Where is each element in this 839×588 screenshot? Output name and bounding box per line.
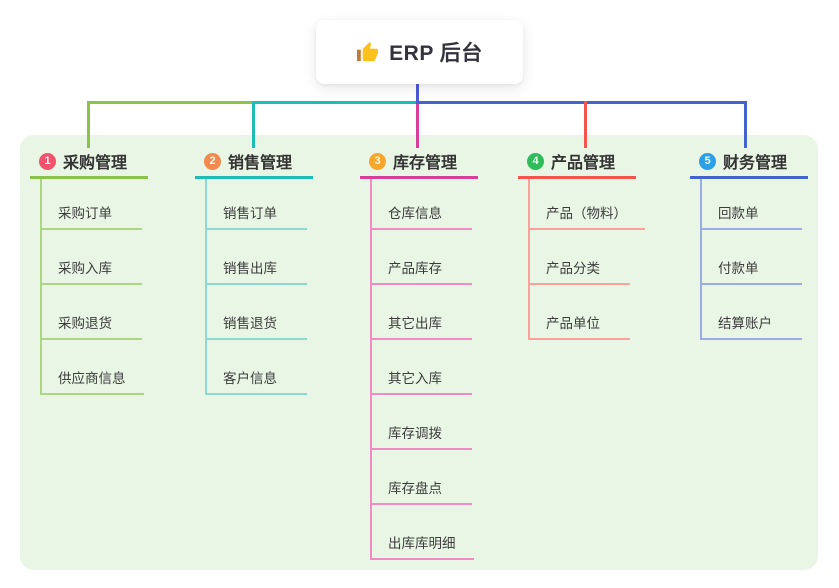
child-topic-label: 结算账户 bbox=[718, 316, 772, 331]
branch-title: 销售管理 bbox=[228, 155, 293, 172]
thumbs-up-icon bbox=[356, 41, 379, 64]
child-topic[interactable]: 产品库存 bbox=[372, 230, 472, 285]
child-topic-label: 其它出库 bbox=[388, 316, 442, 331]
branch-title: 库存管理 bbox=[393, 155, 458, 172]
branch: 2 销售管理 销售订单销售出库销售退货客户信息 bbox=[195, 146, 313, 395]
child-topic[interactable]: 库存盘点 bbox=[372, 450, 472, 505]
branch: 5 财务管理 回款单付款单结算账户 bbox=[690, 146, 808, 340]
connector-line bbox=[416, 101, 747, 104]
child-topic-label: 采购订单 bbox=[58, 206, 112, 221]
child-topic-label: 其它入库 bbox=[388, 371, 442, 386]
branch-title: 采购管理 bbox=[63, 155, 128, 172]
child-topic[interactable]: 产品分类 bbox=[530, 230, 630, 285]
child-topic[interactable]: 付款单 bbox=[702, 230, 802, 285]
child-topic[interactable]: 产品（物料） bbox=[530, 179, 645, 230]
branch-number-badge: 2 bbox=[204, 152, 221, 170]
branch: 4 产品管理 产品（物料） 产品分类产品单位 bbox=[518, 146, 645, 340]
child-topic[interactable]: 其它出库 bbox=[372, 285, 472, 340]
child-topic-label: 仓库信息 bbox=[388, 206, 442, 221]
child-topic[interactable]: 销售退货 bbox=[207, 285, 307, 340]
child-topic[interactable]: 供应商信息 bbox=[42, 340, 144, 395]
child-topic[interactable]: 结算账户 bbox=[702, 285, 802, 340]
mindmap-background-panel bbox=[20, 135, 818, 570]
branch-number-badge: 3 bbox=[369, 152, 386, 170]
child-topic[interactable]: 客户信息 bbox=[207, 340, 307, 395]
child-topic[interactable]: 销售订单 bbox=[207, 179, 307, 230]
branch: 1 采购管理 采购订单采购入库采购退货供应商信息 bbox=[30, 146, 148, 395]
child-topic-label: 供应商信息 bbox=[58, 371, 126, 386]
child-topic-label: 出库库明细 bbox=[388, 536, 456, 551]
branch-topic[interactable]: 1 采购管理 bbox=[30, 146, 148, 179]
branch-number-badge: 4 bbox=[527, 152, 544, 170]
branch-topic[interactable]: 3 库存管理 bbox=[360, 146, 478, 179]
connector-line bbox=[252, 101, 255, 148]
branch-title: 产品管理 bbox=[551, 155, 616, 172]
branch-topic[interactable]: 2 销售管理 bbox=[195, 146, 313, 179]
child-topic-label: 采购退货 bbox=[58, 316, 112, 331]
child-topic[interactable]: 产品单位 bbox=[530, 285, 630, 340]
child-topic[interactable]: 出库库明细 bbox=[372, 505, 474, 560]
child-topic-label: 产品单位 bbox=[546, 316, 600, 331]
branch-topic[interactable]: 4 产品管理 bbox=[518, 146, 636, 179]
child-topic-label: 库存调拨 bbox=[388, 426, 442, 441]
connector-line bbox=[252, 101, 419, 104]
branch-title: 财务管理 bbox=[723, 155, 788, 172]
connector-line bbox=[744, 101, 747, 148]
child-topic[interactable]: 仓库信息 bbox=[372, 179, 472, 230]
branch: 3 库存管理 仓库信息产品库存其它出库其它入库库存调拨库存盘点出库库明细 bbox=[360, 146, 478, 560]
child-topic-label: 回款单 bbox=[718, 206, 759, 221]
branch-number-badge: 1 bbox=[39, 152, 56, 170]
branch-children: 回款单付款单结算账户 bbox=[700, 179, 808, 340]
child-topic[interactable]: 采购退货 bbox=[42, 285, 142, 340]
child-topic-label: 产品库存 bbox=[388, 261, 442, 276]
branch-topic[interactable]: 5 财务管理 bbox=[690, 146, 808, 179]
connector-line bbox=[584, 101, 587, 148]
branch-children: 产品（物料） 产品分类产品单位 bbox=[528, 179, 645, 340]
child-topic[interactable]: 采购入库 bbox=[42, 230, 142, 285]
child-topic-label: 销售订单 bbox=[223, 206, 277, 221]
child-topic[interactable]: 库存调拨 bbox=[372, 395, 472, 450]
root-node[interactable]: ERP 后台 bbox=[316, 20, 523, 84]
child-topic[interactable]: 销售出库 bbox=[207, 230, 307, 285]
child-topic-label: 采购入库 bbox=[58, 261, 112, 276]
child-topic[interactable]: 回款单 bbox=[702, 179, 802, 230]
connector-line bbox=[416, 104, 419, 148]
child-topic-label: 付款单 bbox=[718, 261, 759, 276]
child-topic[interactable]: 采购订单 bbox=[42, 179, 142, 230]
child-topic-label: 客户信息 bbox=[223, 371, 277, 386]
child-topic-label: 库存盘点 bbox=[388, 481, 442, 496]
connector-line bbox=[87, 101, 90, 148]
root-connector-line bbox=[416, 84, 419, 104]
root-node-label: ERP 后台 bbox=[389, 42, 483, 65]
branch-children: 仓库信息产品库存其它出库其它入库库存调拨库存盘点出库库明细 bbox=[370, 179, 478, 560]
child-topic-label: 产品分类 bbox=[546, 261, 600, 276]
branch-children: 销售订单销售出库销售退货客户信息 bbox=[205, 179, 313, 395]
child-topic-label: 产品（物料） bbox=[546, 206, 627, 221]
child-topic-label: 销售退货 bbox=[223, 316, 277, 331]
branch-number-badge: 5 bbox=[699, 152, 716, 170]
child-topic-label: 销售出库 bbox=[223, 261, 277, 276]
connector-line bbox=[87, 101, 255, 104]
child-topic[interactable]: 其它入库 bbox=[372, 340, 472, 395]
branch-children: 采购订单采购入库采购退货供应商信息 bbox=[40, 179, 148, 395]
